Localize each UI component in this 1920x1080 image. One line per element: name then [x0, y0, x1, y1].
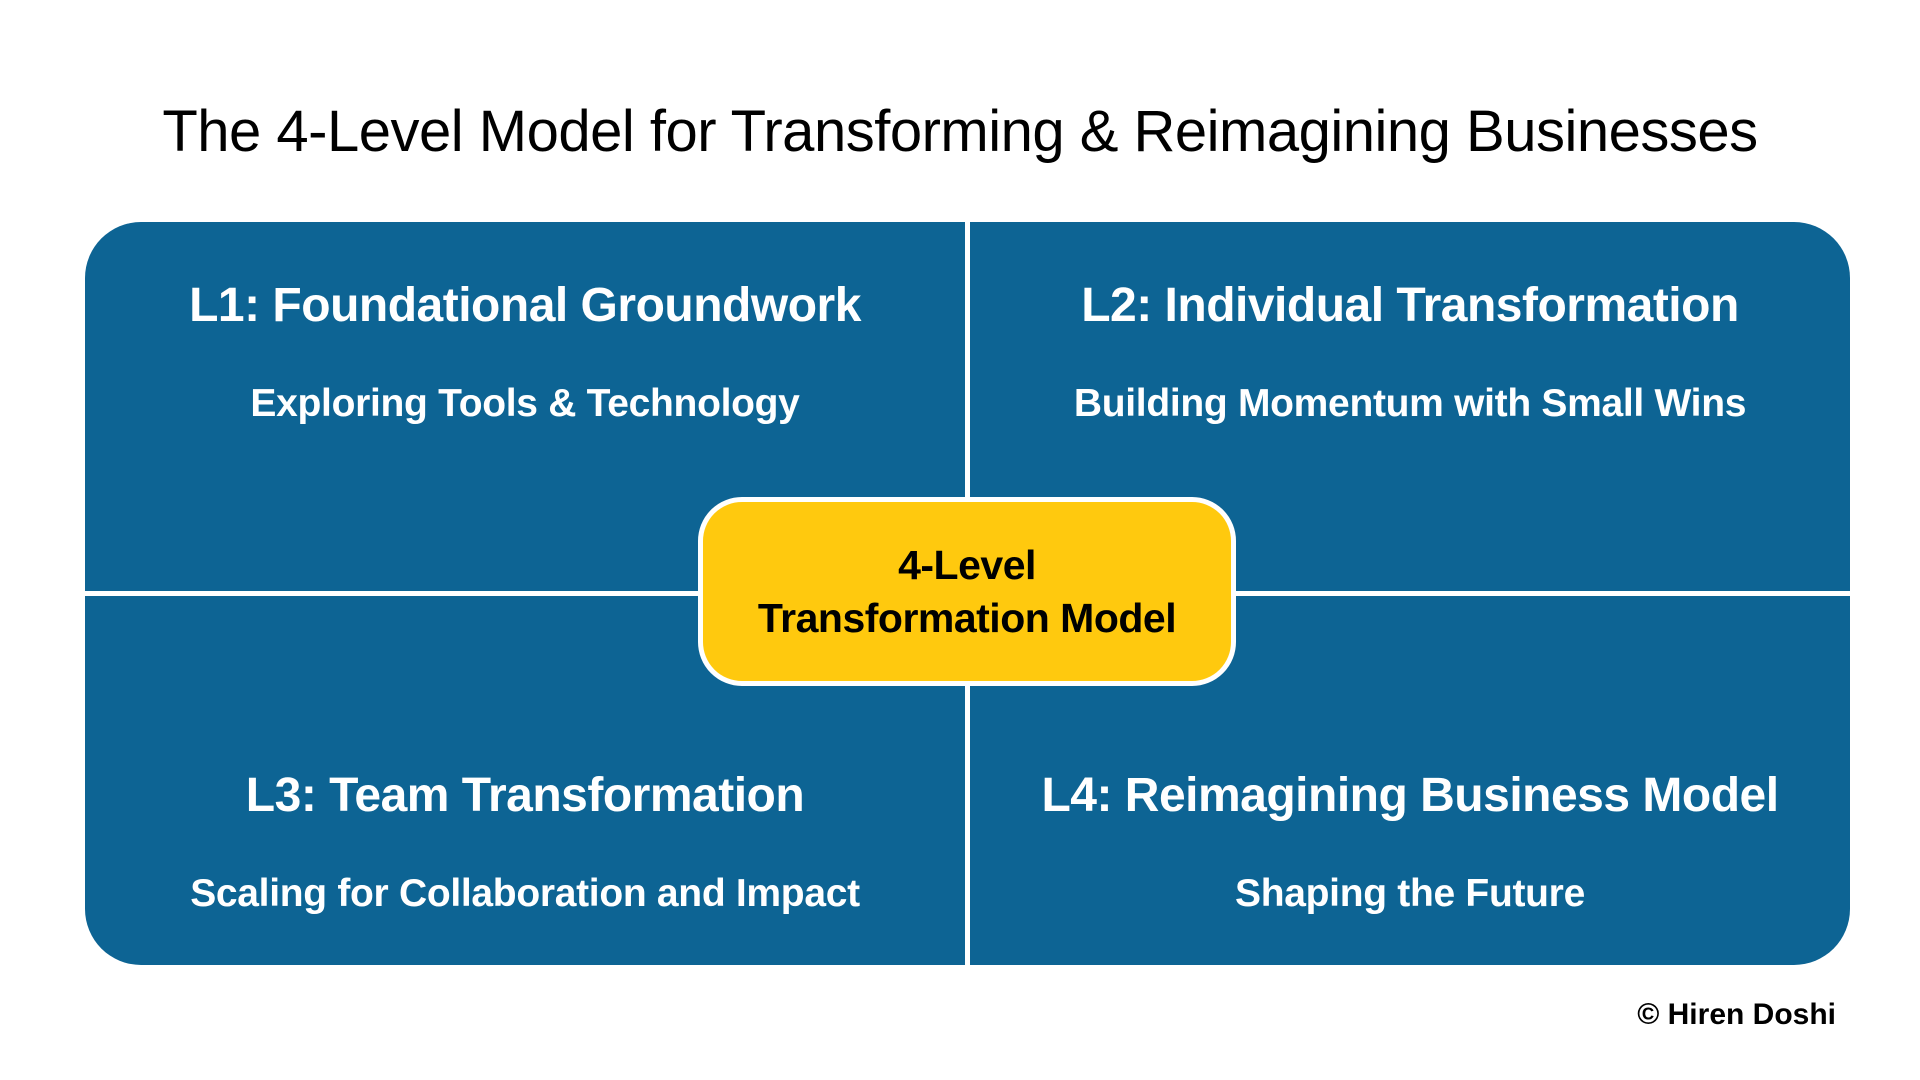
center-model-badge-line1: 4-Level — [898, 542, 1036, 589]
quadrant-l4-subtitle: Shaping the Future — [1235, 872, 1585, 915]
center-model-badge-line2: Transformation Model — [757, 594, 1177, 641]
quadrant-l1-heading: L1: Foundational Groundwork — [189, 279, 861, 332]
vertical-divider-top — [965, 222, 970, 591]
page-title: The 4-Level Model for Transforming & Rei… — [162, 99, 1758, 164]
copyright-credit: © Hiren Doshi — [1637, 998, 1836, 1031]
quadrant-l2-heading: L2: Individual Transformation — [1081, 279, 1739, 332]
quadrant-l2-subtitle: Building Momentum with Small Wins — [1073, 382, 1747, 425]
quadrant-l3-heading: L3: Team Transformation — [245, 769, 805, 822]
horizontal-divider-left — [85, 591, 965, 596]
quadrant-l1-subtitle: Exploring Tools & Technology — [250, 382, 800, 425]
horizontal-divider-right — [970, 591, 1850, 596]
quadrant-l4-reimagining-business-model: L4: Reimagining Business Model Shaping t… — [970, 596, 1850, 965]
quadrant-l4-heading: L4: Reimagining Business Model — [1041, 769, 1779, 822]
quadrant-l3-subtitle: Scaling for Collaboration and Impact — [190, 872, 860, 915]
vertical-divider-bottom — [965, 596, 970, 965]
center-model-badge: 4-Level Transformation Model — [698, 497, 1236, 686]
